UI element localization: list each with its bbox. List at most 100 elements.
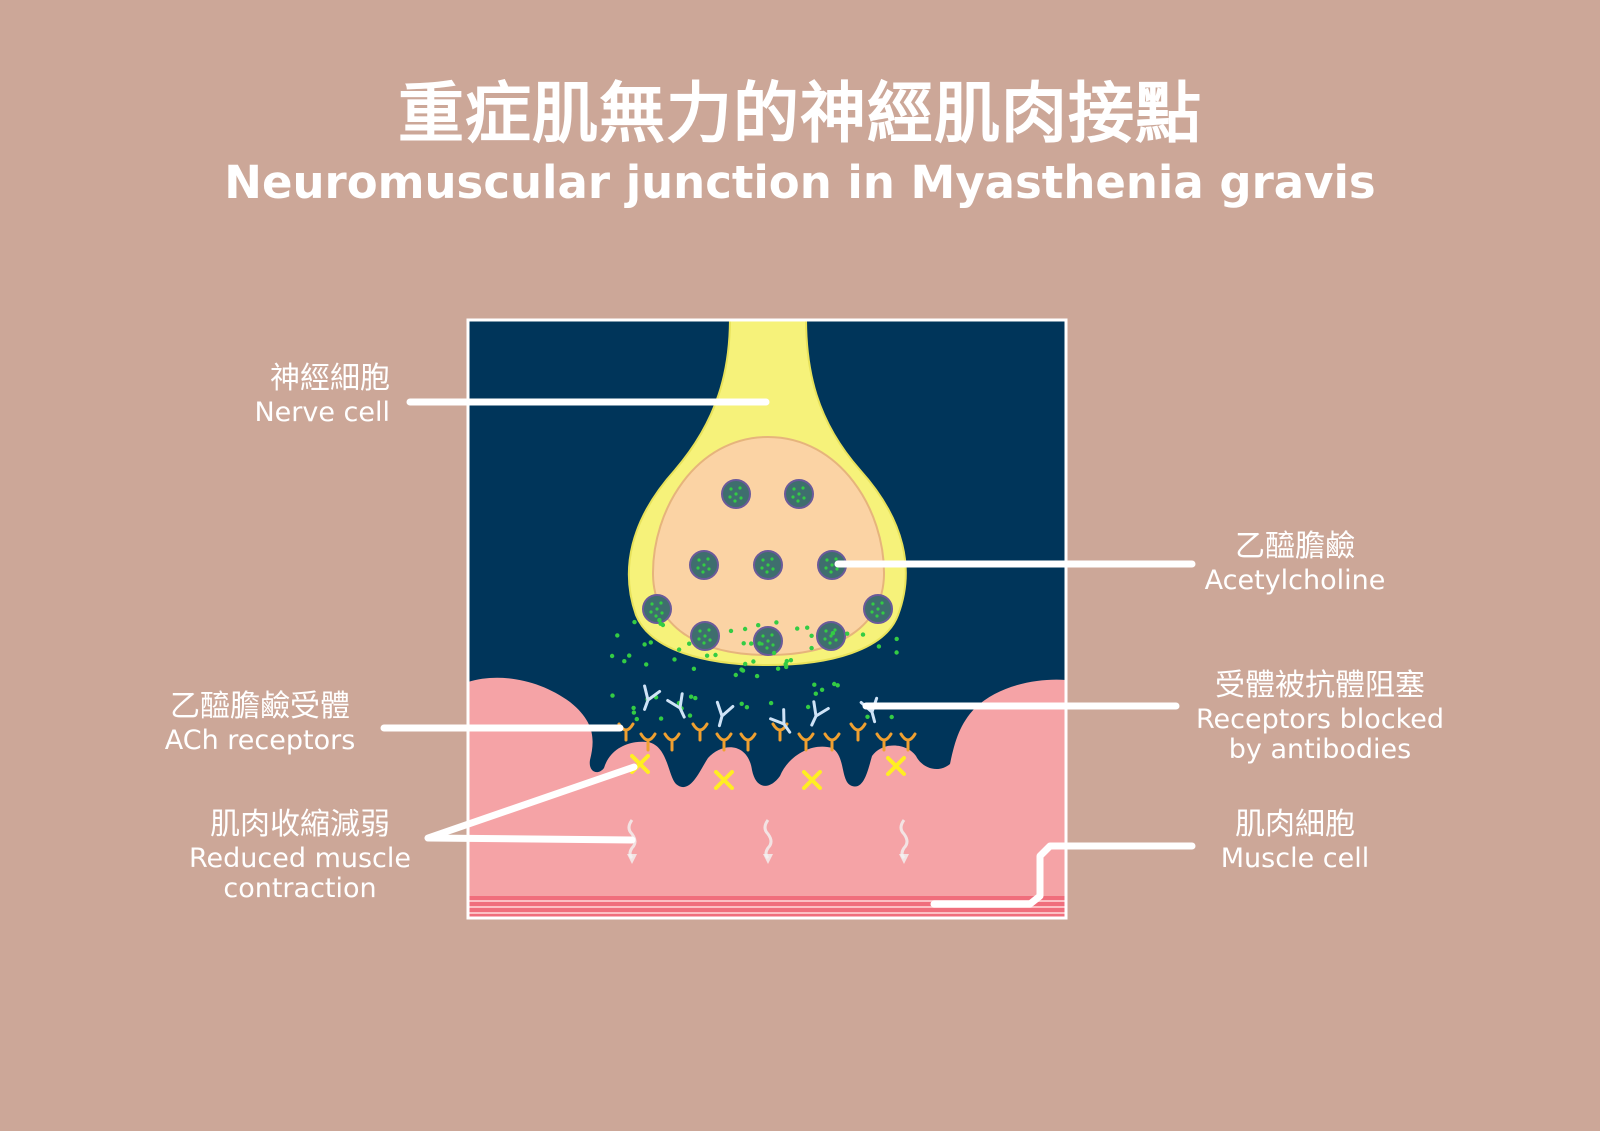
vesicle-ach-dot <box>708 638 712 642</box>
ach-receptor <box>691 722 709 742</box>
ach-molecule <box>835 683 840 688</box>
vesicle-ach-dot <box>702 563 706 567</box>
vesicle-ach-dot <box>706 557 710 561</box>
label-nerve-cell-en: Nerve cell <box>254 397 390 428</box>
vesicle-ach-dot <box>871 602 875 606</box>
label-ach-receptors-en: ACh receptors <box>164 725 356 756</box>
ach-molecule <box>832 681 837 687</box>
ach-receptor <box>849 722 867 742</box>
vesicle-ach-dot <box>697 637 701 641</box>
ach-molecule <box>631 705 636 711</box>
title-english: Neuromuscular junction in Myasthenia gra… <box>224 156 1376 209</box>
vesicle-ach-dot <box>702 641 706 645</box>
vesicle-ach-dot <box>801 486 805 490</box>
ach-molecule <box>819 687 825 692</box>
ach-molecule <box>771 650 777 656</box>
arrow-head-icon <box>899 854 909 864</box>
ach-receptor <box>899 732 917 752</box>
ach-molecule <box>739 667 744 672</box>
ach-molecule <box>631 710 637 715</box>
leader-reduced-contraction <box>424 763 638 844</box>
ach-molecule <box>845 631 850 636</box>
label-receptors-blocked-en2: by antibodies <box>1228 734 1412 765</box>
vesicle-ach-dot <box>828 641 832 645</box>
ach-molecule <box>648 640 653 645</box>
ach-molecule <box>876 644 882 649</box>
ach-receptor <box>663 732 681 752</box>
vesicle-ach-dot <box>707 567 711 571</box>
ach-molecule <box>744 705 750 710</box>
vesicle-ach-dot <box>649 610 653 614</box>
ach-molecule <box>757 641 762 646</box>
vesicle-ach-dot <box>765 646 769 650</box>
ach-molecule <box>687 641 692 646</box>
ach-molecule <box>693 695 698 701</box>
ach-receptor <box>823 732 841 752</box>
vesicle-ach-dot <box>729 487 733 491</box>
vesicle-ach-dot <box>834 638 838 642</box>
ach-molecule <box>687 713 693 718</box>
vesicle-ach-dot <box>697 558 701 562</box>
ach-molecule <box>644 662 649 667</box>
vesicle-ach-dot <box>733 499 737 503</box>
label-acetylcholine-zh: 乙醯膽鹼 <box>1235 529 1355 564</box>
vesicle-ach-dot <box>696 566 700 570</box>
vesicle-ach-dot <box>835 567 839 571</box>
ach-molecule <box>688 694 694 699</box>
vesicle-ach-dot <box>792 487 796 491</box>
vesicle-ach-dot <box>796 499 800 503</box>
contraction-arrow <box>899 819 909 860</box>
ach-molecule <box>894 636 899 642</box>
ach-molecule <box>795 626 800 631</box>
ach-molecule <box>809 633 814 638</box>
ach-molecule <box>713 652 718 658</box>
blocked-marks <box>630 754 906 790</box>
vesicle-ach-dot <box>698 629 702 633</box>
ach-molecule <box>691 666 697 671</box>
ach-receptor <box>715 732 733 752</box>
vesicle-ach-dot <box>701 570 705 574</box>
arrow-head-icon <box>763 854 773 864</box>
label-reduced-contraction-en1: Reduced muscle <box>188 843 412 874</box>
ach-molecule <box>805 704 811 710</box>
ach-molecule <box>894 650 899 655</box>
label-reduced-contraction-zh: 肌肉收縮減弱 <box>210 807 390 842</box>
ach-receptor-group <box>617 722 917 752</box>
vesicle-ach-dot <box>876 607 880 611</box>
ach-receptor <box>639 732 657 752</box>
ach-molecule <box>743 661 748 667</box>
vesicle-ach-dot <box>654 614 658 618</box>
vesicle-ach-dot <box>829 634 833 638</box>
antibody <box>666 692 686 719</box>
ach-molecule <box>805 625 810 630</box>
vesicle-ach-dot <box>655 607 659 611</box>
vesicle-ach-dot <box>830 563 834 567</box>
label-nerve-cell: 神經細胞 Nerve cell <box>180 360 390 428</box>
vesicle-ach-dot <box>728 495 732 499</box>
vesicle-ach-dot <box>650 602 654 606</box>
label-reduced-contraction: 肌肉收縮減弱 Reduced muscle contraction <box>170 806 430 904</box>
ach-molecule <box>749 641 754 646</box>
antibody <box>810 700 830 727</box>
title-chinese: 重症肌無力的神經肌肉接點 <box>398 75 1202 152</box>
ach-molecule <box>739 701 744 706</box>
vesicle-ach-dot <box>771 567 775 571</box>
ach-molecule <box>658 716 664 721</box>
ach-molecule <box>615 633 620 638</box>
vesicle-ach-dot <box>824 629 828 633</box>
ach-molecule <box>658 621 663 626</box>
vesicle-ach-dot <box>761 558 765 562</box>
ach-molecule <box>775 666 781 671</box>
vesicle-ach-dot <box>797 492 801 496</box>
ach-molecule <box>813 691 818 696</box>
ach-molecule <box>756 623 761 628</box>
label-receptors-blocked: 受體被抗體阻塞 Receptors blocked by antibodies <box>1180 667 1460 765</box>
label-acetylcholine-en: Acetylcholine <box>1204 565 1386 596</box>
blocked-x-icon <box>886 756 906 776</box>
vesicle-ach-dot <box>770 557 774 561</box>
ach-molecule <box>754 673 760 679</box>
vesicle-ach-dot <box>880 601 884 605</box>
vesicle-ach-dot <box>738 486 742 490</box>
leader-lines <box>380 398 1196 908</box>
